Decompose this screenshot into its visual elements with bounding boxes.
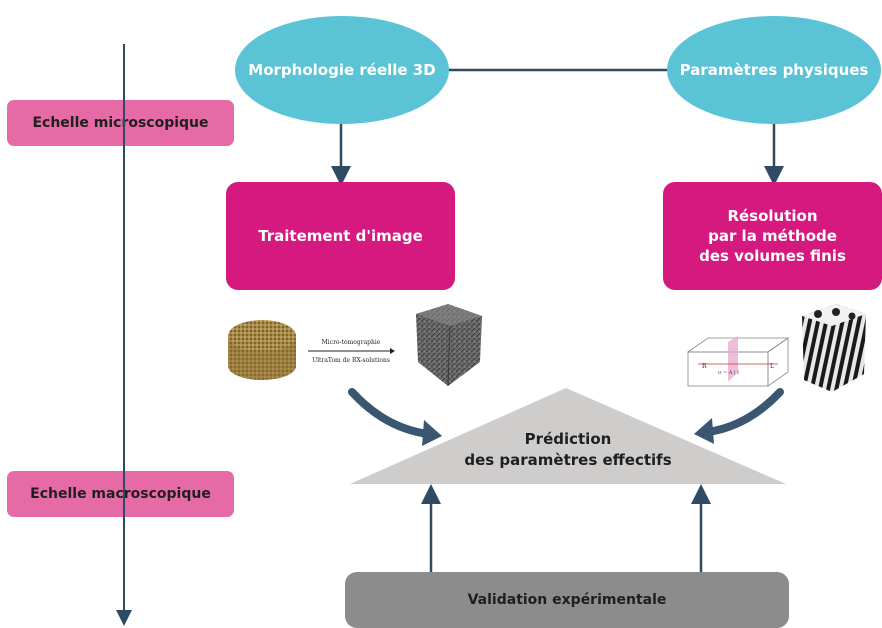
scale-axis-overlay (123, 60, 125, 615)
scale-macro: Echelle macroscopique (7, 471, 234, 517)
node-validation: Validation expérimentale (345, 572, 789, 628)
tomography-bottom-label: UltraTom de RX-solutions (312, 357, 390, 364)
curved-arrow-left-head (422, 420, 442, 446)
prediction-line1: Prédiction (524, 430, 612, 448)
scale-macro-label: Echelle macroscopique (30, 486, 211, 502)
fv-label-left: R (702, 363, 707, 370)
volume-3d-image (416, 304, 482, 387)
node-image-processing-label: Traitement d'image (258, 227, 423, 245)
node-validation-label: Validation expérimentale (467, 592, 667, 608)
curved-arrow-right (704, 388, 784, 436)
node-fv-resolution: Résolution par la méthode des volumes fi… (663, 182, 882, 290)
node-physical-params-label: Paramètres physiques (679, 61, 869, 79)
scale-micro-label: Echelle microscopique (32, 115, 209, 131)
fv-formula: σ = A | l (718, 370, 739, 376)
scale-micro: Echelle microscopique (7, 100, 234, 146)
fv-label-right: L (770, 363, 774, 370)
fv-box-diagram: R L σ = A | l (686, 336, 790, 387)
node-fv-resolution-line3: des volumes finis (699, 247, 846, 265)
node-fv-resolution-line1: Résolution (727, 207, 818, 225)
curved-arrow-right-head (694, 418, 714, 444)
prediction-triangle (350, 388, 786, 484)
node-fv-resolution-line2: par la méthode (708, 227, 837, 245)
tomography-top-label: Micro-tomographie (321, 339, 381, 346)
node-physical-params: Paramètres physiques (667, 16, 881, 124)
curved-arrow-left (348, 388, 432, 438)
tomography-arrow (308, 348, 395, 354)
prediction-line2: des paramètres effectifs (464, 451, 672, 469)
node-image-processing: Traitement d'image (226, 182, 455, 290)
striped-block-image (802, 304, 866, 392)
prediction-label: Prédiction des paramètres effectifs (430, 429, 706, 471)
node-morphology: Morphologie réelle 3D (235, 16, 449, 124)
sample-disk-image (228, 320, 296, 380)
node-morphology-label: Morphologie réelle 3D (248, 61, 436, 79)
